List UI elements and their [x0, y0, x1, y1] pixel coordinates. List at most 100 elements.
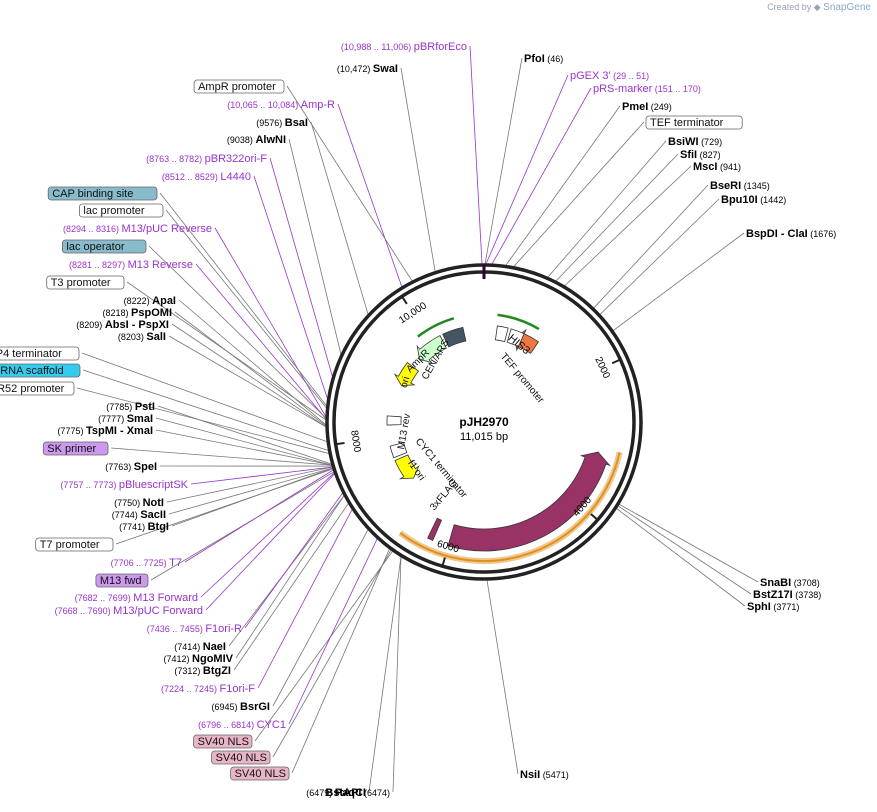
label-bpu10i-9[interactable]: Bpu10I (1442)	[721, 194, 786, 206]
feature-box-label: SK primer	[47, 443, 96, 455]
label-sacii-33[interactable]: (7744) SacII	[112, 509, 166, 521]
label-spei-36[interactable]: (7763) SpeI	[105, 461, 157, 473]
label-prs-marker-2[interactable]: pRS-marker (151 .. 170)	[593, 83, 701, 95]
enzyme-label: (7750) NotI	[114, 497, 164, 509]
leader-line	[486, 579, 519, 775]
primer-label: pRS-marker (151 .. 170)	[593, 83, 701, 95]
enzyme-label: (9576) BsaI	[256, 117, 308, 129]
feature-cen-ars[interactable]	[442, 326, 467, 348]
label-grna-scaffold-42[interactable]: gRNA scaffold	[0, 363, 81, 378]
label-bsiwi-5[interactable]: BsiWI (729)	[668, 136, 722, 148]
feature-m13-rev[interactable]	[386, 415, 402, 426]
label-bstapi-15[interactable]: BstAPI (6474)	[325, 787, 390, 799]
label-bsai-57[interactable]: (9576) BsaI	[256, 117, 308, 129]
leader-line	[254, 550, 394, 742]
label-cap-binding-site-53[interactable]: CAP binding site	[47, 186, 158, 201]
label-sfii-6[interactable]: SfiI (827)	[680, 149, 721, 161]
label-paqci-16[interactable]: (6479) PaqCI	[306, 787, 366, 799]
label-nsii-14[interactable]: NsiI (5471)	[520, 769, 569, 781]
primer-name: F1ori-F	[220, 683, 256, 695]
label-t7-promoter-31[interactable]: T7 promoter	[35, 537, 114, 552]
label-alwni-56[interactable]: (9038) AlwNI	[227, 134, 286, 146]
label-pgex-3-1[interactable]: pGEX 3' (29 .. 51)	[570, 70, 649, 82]
label-m13-fwd-29[interactable]: M13 fwd	[95, 573, 149, 588]
label-tef-terminator-4[interactable]: TEF terminator	[645, 115, 743, 130]
label-t3-promoter-48[interactable]: T3 promoter	[46, 275, 125, 290]
label-msci-7[interactable]: MscI (941)	[693, 161, 741, 173]
enzyme-position: (3771)	[771, 602, 800, 612]
label-sv40-nls-19[interactable]: SV40 NLS	[230, 766, 290, 781]
leader-line	[368, 556, 402, 793]
label-absi-pspxi-45[interactable]: (8209) AbsI - PspXI	[76, 319, 169, 331]
enzyme-name: BstAPI	[325, 787, 361, 799]
feature-tef-terminator[interactable]	[494, 325, 509, 343]
primer-name: M13 Reverse	[128, 259, 193, 271]
label-pbluescriptsk-35[interactable]: (7757 .. 7773) pBluescriptSK	[60, 479, 188, 491]
label-t7-30[interactable]: (7706 .. 7725) T7	[111, 557, 182, 569]
label-f1ori-r-26[interactable]: (7436 .. 7455) F1ori-R	[147, 623, 242, 635]
label-pmei-3[interactable]: PmeI (249)	[622, 101, 672, 113]
label-m13-puc-forward-27[interactable]: (7668 .. 7690) M13/pUC Forward	[55, 605, 203, 617]
label-sup4-terminator-43[interactable]: SUP4 terminator	[0, 346, 80, 361]
label-pspomi-46[interactable]: (8218) PspOMI	[103, 307, 172, 319]
feature-box	[47, 186, 158, 201]
label-sv40-nls-17[interactable]: SV40 NLS	[193, 734, 253, 749]
label-btgzi-23[interactable]: (7312) BtgZI	[174, 665, 231, 677]
label-naei-25[interactable]: (7414) NaeI	[174, 641, 226, 653]
feature-f1-ori[interactable]	[394, 454, 420, 480]
feature-ampr[interactable]	[416, 335, 447, 364]
label-smai-39[interactable]: (7777) SmaI	[98, 413, 153, 425]
label-sk-primer-37[interactable]: SK primer	[42, 441, 109, 456]
label-cyc1-20[interactable]: (6796 .. 6814) CYC1	[198, 719, 286, 731]
feature-box-label: lac operator	[66, 241, 124, 253]
feature-cyc1-terminator[interactable]	[389, 442, 408, 459]
label-ampr-promoter-59[interactable]: AmpR promoter	[193, 79, 285, 94]
leader-line	[288, 538, 378, 725]
feature-3xflag[interactable]	[427, 517, 443, 541]
label-ngomiv-24[interactable]: (7412) NgoMIV	[164, 653, 234, 665]
label-sv40-nls-18[interactable]: SV40 NLS	[211, 750, 271, 765]
label-sali-44[interactable]: (8203) SalI	[118, 331, 166, 343]
leader-line	[115, 468, 334, 545]
label-sphi-13[interactable]: SphI (3771)	[747, 601, 799, 613]
label-swai-60[interactable]: (10,472) SwaI	[337, 63, 398, 75]
watermark-created-by: Created by	[767, 2, 812, 12]
label-tspmi-xmai-38[interactable]: (7775) TspMI - XmaI	[57, 425, 153, 437]
primer-position: (7706 .. 7725)	[111, 558, 170, 568]
enzyme-label: SfiI (827)	[680, 149, 721, 161]
label-amp-r-58[interactable]: (10,065 .. 10,084) Amp-R	[227, 99, 335, 111]
enzyme-name: BtgI	[148, 521, 169, 533]
feature-tef-promoter[interactable]	[506, 328, 525, 347]
enzyme-position: (10,472)	[337, 64, 373, 74]
label-bsrgi-21[interactable]: (6945) BsrGI	[212, 701, 271, 713]
label-btgi-32[interactable]: (7741) BtgI	[119, 521, 169, 533]
feature-box	[230, 766, 290, 781]
label-lac-operator-50[interactable]: lac operator	[62, 239, 147, 254]
enzyme-position: (7414)	[174, 642, 203, 652]
enzyme-label: BsiWI (729)	[668, 136, 722, 148]
feature-cas9[interactable]	[447, 451, 611, 552]
label-pbrforeco-61[interactable]: (10,988 .. 11,006) pBRforEco	[341, 41, 467, 53]
label-apai-47[interactable]: (8222) ApaI	[124, 295, 176, 307]
enzyme-position: (729)	[699, 137, 723, 147]
label-pbr322ori-f-55[interactable]: (8763 .. 8782) pBR322ori-F	[146, 153, 267, 165]
label-m13-puc-reverse-51[interactable]: (8294 .. 8316) M13/pUC Reverse	[63, 223, 212, 235]
leader-line	[593, 184, 709, 309]
tick-8000	[335, 441, 345, 446]
label-snr52-promoter-41[interactable]: SNR52 promoter	[0, 381, 75, 396]
label-noti-34[interactable]: (7750) NotI	[114, 497, 164, 509]
label-bspdi-clai-10[interactable]: BspDI - ClaI (1676)	[746, 228, 836, 240]
leader-line	[126, 281, 327, 421]
label-pfoi-0[interactable]: PfoI (46)	[524, 53, 563, 65]
label-bstz17i-12[interactable]: BstZ17I (3738)	[753, 589, 821, 601]
label-lac-promoter-52[interactable]: lac promoter	[79, 203, 164, 218]
label-psti-40[interactable]: (7785) PstI	[106, 401, 155, 413]
enzyme-name: ApaI	[152, 295, 176, 307]
label-m13-reverse-49[interactable]: (8281 .. 8297) M13 Reverse	[69, 259, 193, 271]
label-l4440-54[interactable]: (8512 .. 8529) L4440	[162, 171, 251, 183]
feature-ori[interactable]	[393, 361, 419, 387]
label-snabi-11[interactable]: SnaBI (3708)	[760, 577, 820, 589]
label-m13-forward-28[interactable]: (7682 .. 7699) M13 Forward	[75, 592, 198, 604]
label-bseri-8[interactable]: BseRI (1345)	[710, 180, 770, 192]
label-f1ori-f-22[interactable]: (7224 .. 7245) F1ori-F	[161, 683, 255, 695]
